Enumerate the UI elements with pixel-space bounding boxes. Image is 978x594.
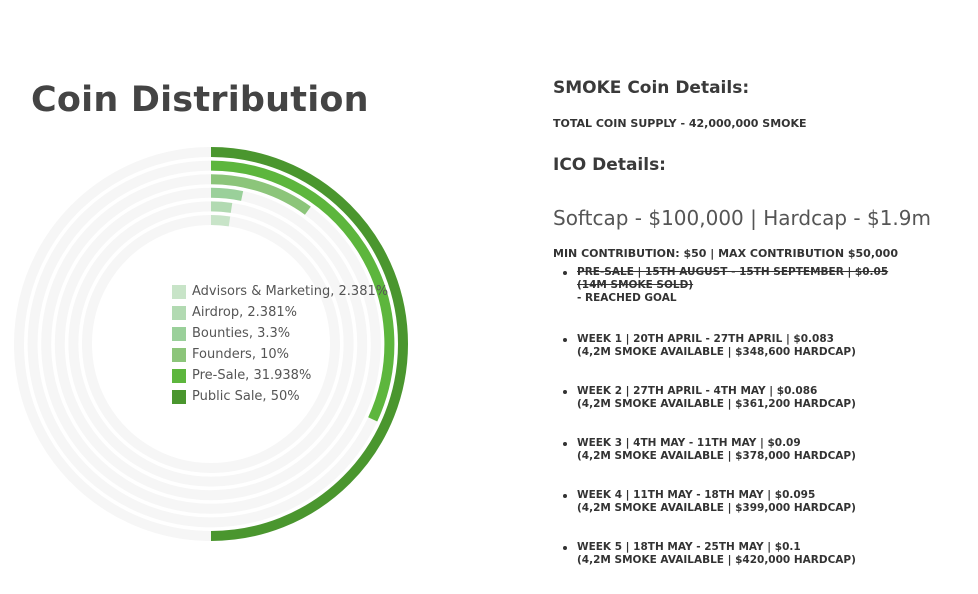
phase-line: WEEK 4 | 11TH MAY - 18TH MAY | $0.095 — [577, 489, 816, 501]
phase-line: (4,2M SMOKE AVAILABLE | $399,000 HARDCAP… — [577, 502, 856, 514]
sale-phases-list: PRE-SALE | 15TH AUGUST - 15TH SEPTEMBER … — [553, 266, 973, 567]
phase-line: PRE-SALE | 15TH AUGUST - 15TH SEPTEMBER … — [577, 266, 889, 278]
cap-info: Softcap - $100,000 | Hardcap - $1.9m — [553, 206, 931, 230]
ring-track — [54, 187, 368, 501]
radial-bar-bounties[interactable] — [210, 187, 244, 201]
legend-swatch — [172, 389, 186, 404]
contribution-limits: MIN CONTRIBUTION: $50 | MAX CONTRIBUTION… — [553, 247, 898, 260]
legend-item-bounties[interactable]: Bounties, 3.3% — [172, 323, 388, 344]
list-item: WEEK 1 | 20TH APRIL - 27TH APRIL | $0.08… — [563, 333, 973, 359]
phase-status: - REACHED GOAL — [577, 292, 677, 304]
list-item: WEEK 3 | 4TH MAY - 11TH MAY | $0.09 (4,2… — [563, 437, 973, 463]
legend-item-pre-sale[interactable]: Pre-Sale, 31.938% — [172, 365, 388, 386]
legend-swatch — [172, 326, 186, 341]
phase-line: WEEK 5 | 18TH MAY - 25TH MAY | $0.1 — [577, 541, 801, 553]
list-item: WEEK 5 | 18TH MAY - 25TH MAY | $0.1 (4,2… — [563, 541, 973, 567]
radial-bar-pre-sale[interactable] — [210, 160, 395, 422]
radial-bar-advisors-marketing[interactable] — [210, 215, 231, 227]
phase-line: (14M SMOKE SOLD) — [577, 279, 694, 291]
ico-details-heading: ICO Details: — [553, 155, 666, 175]
ring-track — [81, 215, 340, 473]
legend-swatch — [172, 284, 186, 299]
details-panel: SMOKE Coin Details: TOTAL COIN SUPPLY - … — [553, 78, 973, 593]
legend-item-airdrop[interactable]: Airdrop, 2.381% — [172, 302, 388, 323]
list-item: PRE-SALE | 15TH AUGUST - 15TH SEPTEMBER … — [563, 266, 973, 305]
list-item: WEEK 2 | 27TH APRIL - 4TH MAY | $0.086 (… — [563, 385, 973, 411]
phase-line: WEEK 1 | 20TH APRIL - 27TH APRIL | $0.08… — [577, 333, 834, 345]
legend-label: Public Sale, 50% — [192, 389, 300, 404]
legend-label: Pre-Sale, 31.938% — [192, 368, 312, 383]
phase-line: (4,2M SMOKE AVAILABLE | $361,200 HARDCAP… — [577, 398, 856, 410]
total-supply: TOTAL COIN SUPPLY - 42,000,000 SMOKE — [553, 117, 807, 130]
coin-details-heading: SMOKE Coin Details: — [553, 78, 750, 98]
phase-line: (4,2M SMOKE AVAILABLE | $348,600 HARDCAP… — [577, 346, 856, 358]
phase-line: WEEK 2 | 27TH APRIL - 4TH MAY | $0.086 — [577, 385, 818, 397]
phase-line: (4,2M SMOKE AVAILABLE | $420,000 HARDCAP… — [577, 554, 856, 566]
legend-swatch — [172, 368, 186, 383]
radial-bar-founders[interactable] — [210, 174, 311, 215]
legend-label: Founders, 10% — [192, 347, 289, 362]
list-item: WEEK 4 | 11TH MAY - 18TH MAY | $0.095 (4… — [563, 489, 973, 515]
chart-legend: Advisors & Marketing, 2.381% Airdrop, 2.… — [172, 281, 388, 407]
radial-bar-airdrop[interactable] — [210, 201, 233, 213]
legend-swatch — [172, 305, 186, 320]
legend-item-advisors[interactable]: Advisors & Marketing, 2.381% — [172, 281, 388, 302]
legend-item-public-sale[interactable]: Public Sale, 50% — [172, 386, 388, 407]
legend-swatch — [172, 347, 186, 362]
ring-track — [68, 201, 354, 487]
legend-label: Bounties, 3.3% — [192, 326, 291, 341]
legend-item-founders[interactable]: Founders, 10% — [172, 344, 388, 365]
phase-line: WEEK 3 | 4TH MAY - 11TH MAY | $0.09 — [577, 437, 801, 449]
ring-track — [41, 174, 381, 514]
phase-line: (4,2M SMOKE AVAILABLE | $378,000 HARDCAP… — [577, 450, 856, 462]
legend-label: Advisors & Marketing, 2.381% — [192, 284, 389, 299]
page-title: Coin Distribution — [31, 80, 369, 120]
radial-bar-public-sale[interactable] — [210, 147, 408, 541]
legend-label: Airdrop, 2.381% — [192, 305, 297, 320]
coin-distribution-chart — [14, 147, 408, 541]
